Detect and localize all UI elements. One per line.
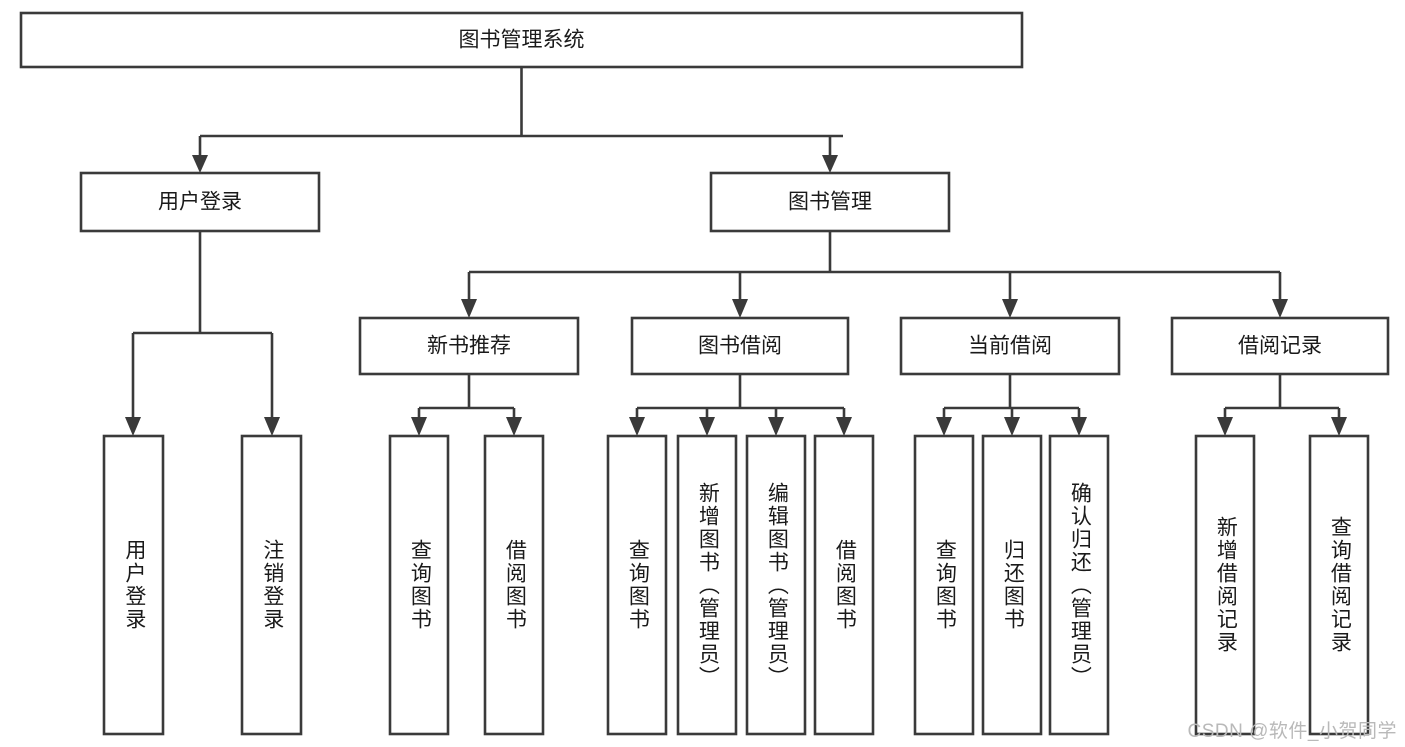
arrow-head-leaf-edit-book [768, 417, 784, 436]
node-leaf-borrow-book-2-rect[interactable] [813, 434, 875, 736]
node-book-borrow-rect[interactable] [630, 316, 850, 376]
node-new-book-rec[interactable]: 新书推荐 [358, 316, 580, 376]
connector-group-current-borrow [936, 374, 1087, 436]
node-leaf-return-book-rect[interactable] [981, 434, 1043, 736]
arrow-head-leaf-logout [264, 417, 280, 436]
csdn-watermark: CSDN @软件_小贺同学 [1187, 721, 1397, 742]
node-root[interactable]: 图书管理系统 [19, 11, 1024, 69]
node-borrow-record[interactable]: 借阅记录 [1170, 316, 1390, 376]
node-book-manage-rect[interactable] [709, 171, 951, 233]
connector-group-borrow-record [1217, 374, 1347, 436]
node-leaf-user-login-rect[interactable] [102, 434, 165, 736]
node-borrow-record-rect[interactable] [1170, 316, 1390, 376]
node-leaf-query-book-3-rect[interactable] [913, 434, 975, 736]
node-leaf-logout-rect[interactable] [240, 434, 303, 736]
node-current-borrow[interactable]: 当前借阅 [899, 316, 1121, 376]
arrow-head-borrow-record [1272, 299, 1288, 318]
arrow-head-leaf-query-book-1 [411, 417, 427, 436]
connector-group-book-manage [461, 231, 1288, 318]
node-user-login[interactable]: 用户登录 [79, 171, 321, 233]
arrow-head-leaf-user-login [125, 417, 141, 436]
node-book-manage[interactable]: 图书管理 [709, 171, 951, 233]
arrow-head-leaf-confirm-return [1071, 417, 1087, 436]
node-leaf-edit-book-rect[interactable] [745, 434, 807, 736]
arrow-head-leaf-query-book-3 [936, 417, 952, 436]
node-leaf-borrow-book-1-rect[interactable] [483, 434, 545, 736]
node-book-manage-label: 图书管理 [788, 191, 872, 214]
connector-group-new-book-rec [411, 374, 522, 436]
arrow-head-leaf-query-book-2 [629, 417, 645, 436]
node-book-borrow[interactable]: 图书借阅 [630, 316, 850, 376]
node-root-rect[interactable] [19, 11, 1024, 69]
arrow-head-current-borrow [1002, 299, 1018, 318]
node-current-borrow-rect[interactable] [899, 316, 1121, 376]
connector-group-user-login [125, 231, 280, 436]
arrow-head-leaf-borrow-book-1 [506, 417, 522, 436]
arrow-head-leaf-borrow-book-2 [836, 417, 852, 436]
arrow-head-leaf-query-record [1331, 417, 1347, 436]
arrow-head-leaf-add-book [699, 417, 715, 436]
node-leaf-query-record-rect[interactable] [1308, 434, 1370, 736]
node-leaf-query-book-2-rect[interactable] [606, 434, 668, 736]
node-borrow-record-label: 借阅记录 [1238, 335, 1322, 358]
connector-group-book-borrow [629, 374, 852, 436]
arrow-head-new-book-rec [461, 299, 477, 318]
node-leaf-add-record-rect[interactable] [1194, 434, 1256, 736]
node-current-borrow-label: 当前借阅 [968, 335, 1052, 358]
arrow-head-book-manage [822, 155, 838, 173]
node-leaf-confirm-return-rect[interactable] [1048, 434, 1110, 736]
arrow-head-book-borrow [732, 299, 748, 318]
node-book-borrow-label: 图书借阅 [698, 335, 782, 358]
node-leaf-add-book-rect[interactable] [676, 434, 738, 736]
node-user-login-label: 用户登录 [158, 191, 242, 214]
node-root-label: 图书管理系统 [459, 29, 585, 52]
arrow-head-user-login [192, 155, 208, 173]
node-user-login-rect[interactable] [79, 171, 321, 233]
node-leaf-query-book-1-rect[interactable] [388, 434, 450, 736]
arrow-head-leaf-return-book [1004, 417, 1020, 436]
node-new-book-rec-rect[interactable] [358, 316, 580, 376]
node-new-book-rec-label: 新书推荐 [427, 335, 511, 358]
connector-group-root [192, 67, 843, 173]
arrow-head-leaf-add-record [1217, 417, 1233, 436]
